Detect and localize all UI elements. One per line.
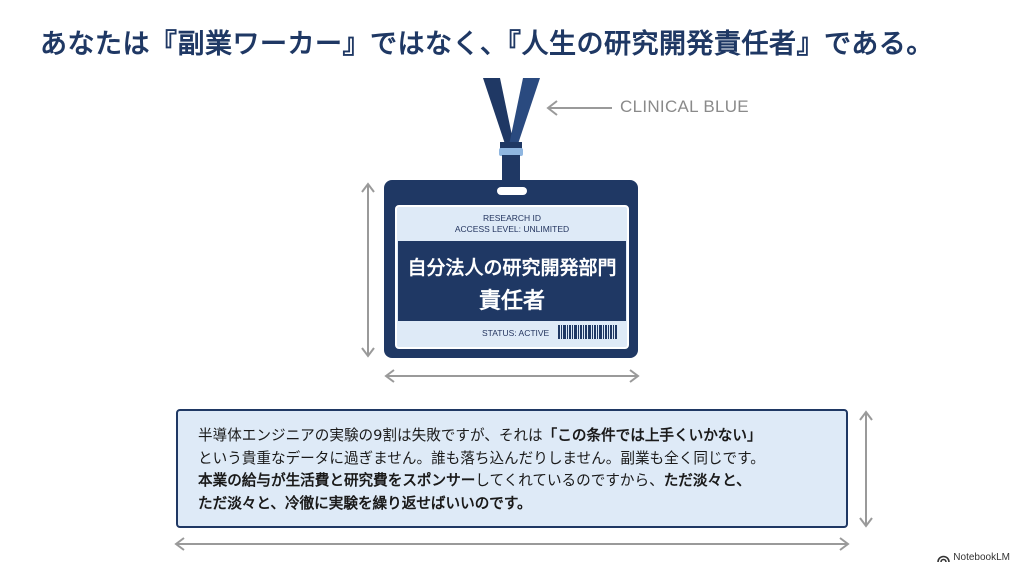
badge-header: RESEARCH ID ACCESS LEVEL: UNLIMITED [400,213,624,235]
textbox-height-arrow [859,410,873,528]
lanyard-pointer-arrow [546,100,612,116]
message-line-3: 本業の給与が生活費と研究費をスポンサーしてくれているのですから、ただ淡々と、 [198,472,751,489]
badge-height-arrow [361,182,375,358]
message-line-2: という貴重なデータに過ぎません。誰も落ち込んだりしません。副業も全く同じです。 [198,449,765,467]
notebooklm-logo-icon [937,555,951,562]
textbox-width-arrow [174,537,850,551]
badge-research-id: RESEARCH ID [482,213,542,223]
message-box: 半導体エンジニアの実験の9割は失敗ですが、それは「この条件では上手くいかない」 … [176,409,848,528]
message-line-4: ただ淡々と、冷徹に実験を繰り返せばいいのです。 [198,494,532,512]
lanyard [483,78,540,195]
badge-title-line2: 責任者 [478,289,545,314]
badge-title-line1: 自分法人の研究開発部門 [407,257,617,279]
barcode-icon [558,325,617,339]
footer-brand: NotebookLM [937,552,1010,563]
message-line-1: 半導体エンジニアの実験の9割は失敗ですが、それは「この条件では上手くいかない」 [198,427,762,444]
lanyard-label: CLINICAL BLUE [620,97,749,116]
badge-access-level: ACCESS LEVEL: UNLIMITED [454,224,570,234]
footer-brand-text: NotebookLM [953,552,1010,563]
headline: あなたは『副業ワーカー』ではなく、『人生の研究開発責任者』である。 [40,29,934,60]
badge-status: STATUS: ACTIVE [482,328,550,338]
badge-width-arrow [384,369,640,383]
badge-title-band: 自分法人の研究開発部門 責任者 [398,241,626,321]
